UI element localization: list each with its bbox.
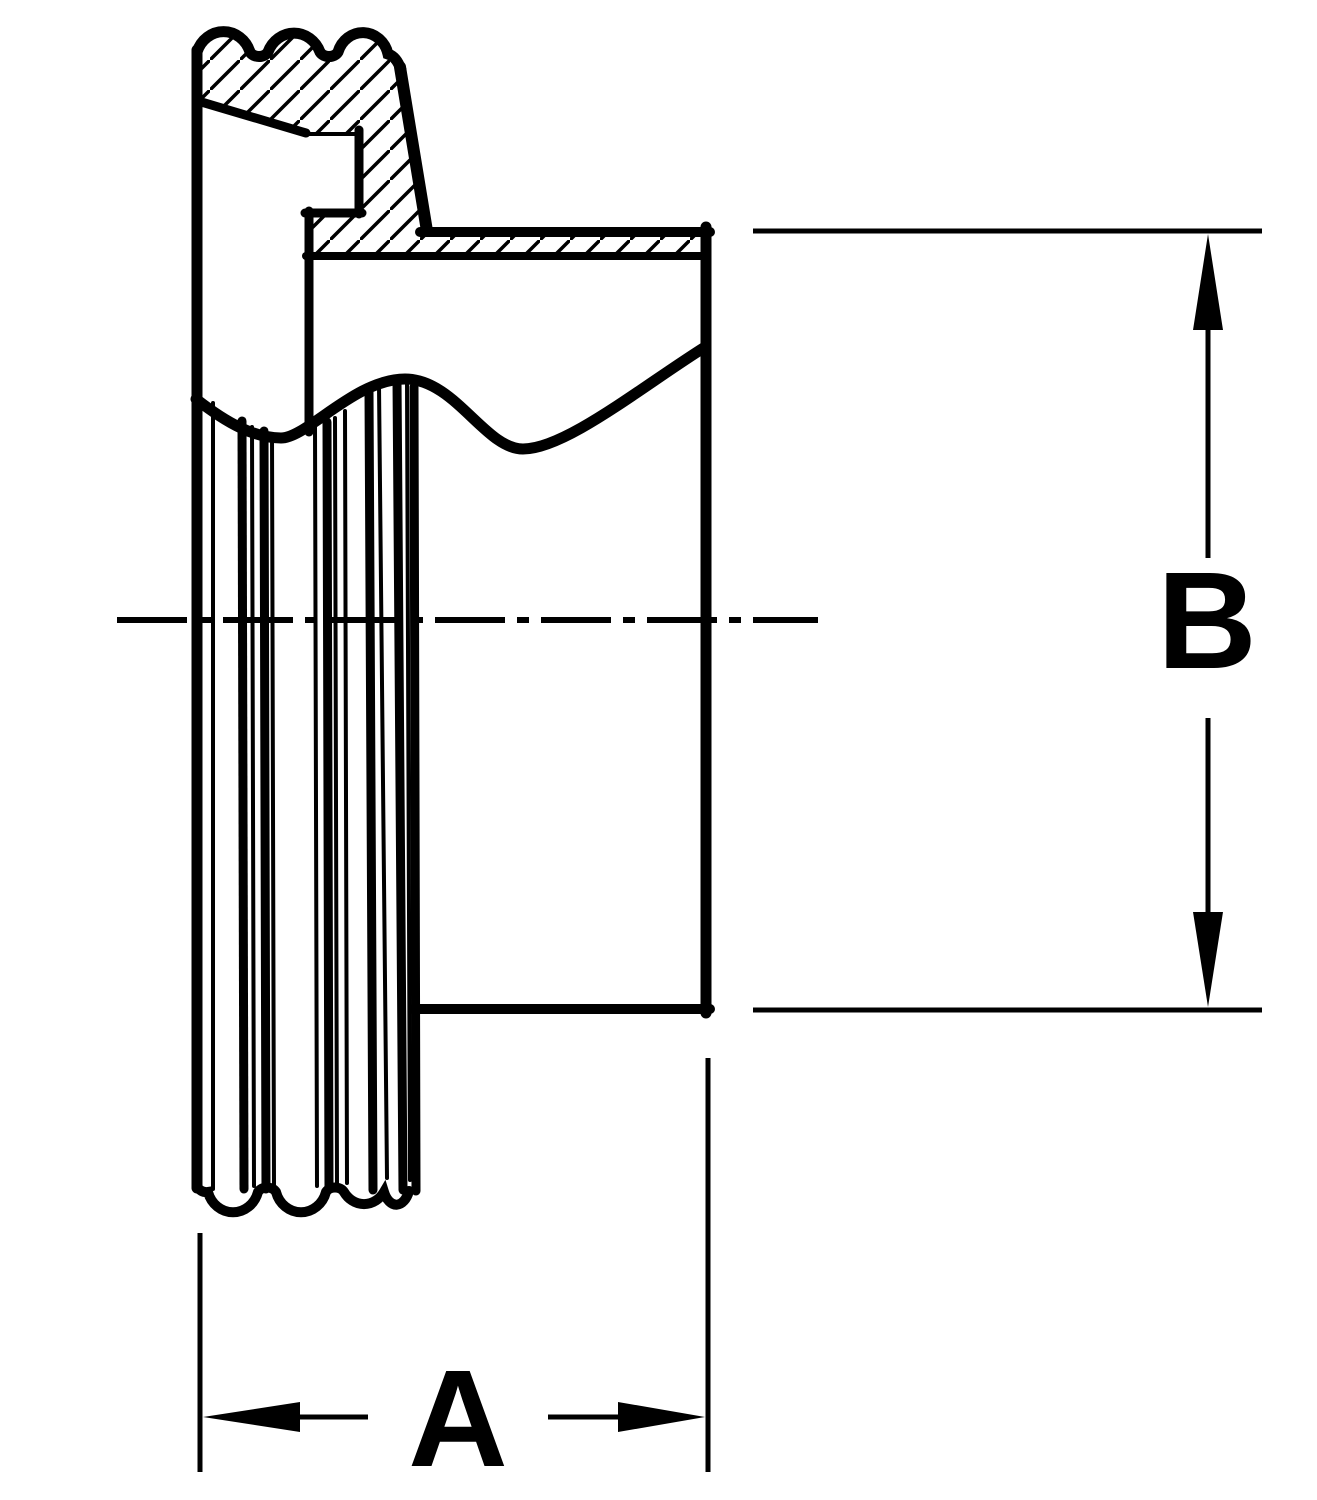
thread-bottom-crests xyxy=(192,1179,414,1218)
dimension-a-label: A xyxy=(408,1342,508,1496)
dimension-a-arrow-right-icon xyxy=(618,1402,705,1432)
bevel-seat-line xyxy=(193,96,311,138)
section-hatch-region xyxy=(198,32,703,253)
thread-flank-lines xyxy=(211,375,421,1196)
dimension-a xyxy=(197,1058,711,1472)
dimension-b-label: B xyxy=(1157,544,1257,698)
dimension-b-arrow-down-icon xyxy=(1193,912,1223,1007)
thread-top-crests xyxy=(191,26,407,76)
dimension-b xyxy=(753,228,1262,1013)
threaded-section xyxy=(191,26,433,1218)
flange-right-slope xyxy=(394,61,433,237)
dimension-a-arrow-left-icon xyxy=(203,1402,300,1432)
dimension-b-arrow-up-icon xyxy=(1193,234,1223,330)
break-line xyxy=(190,341,711,455)
